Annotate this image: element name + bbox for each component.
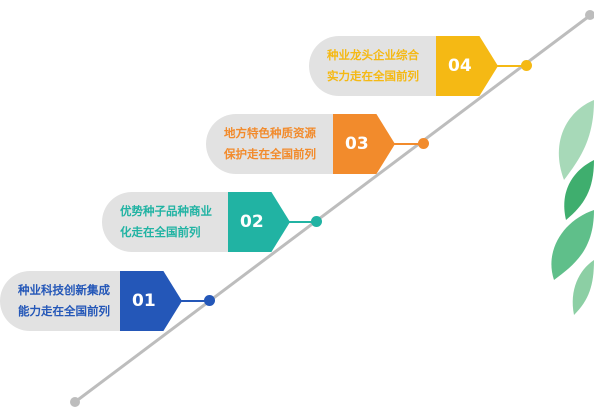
step-03-card: 地方特色种质资源 保护走在全国前列 xyxy=(206,114,346,174)
leaf-decoration xyxy=(551,100,594,315)
step-01-connector xyxy=(176,300,208,302)
step-01-line2: 能力走在全国前列 xyxy=(18,304,110,318)
step-04-card: 种业龙头企业综合 实力走在全国前列 xyxy=(309,36,449,96)
step-04-line1: 种业龙头企业综合 xyxy=(327,48,419,62)
line-end-dot xyxy=(585,10,594,20)
step-01-card: 种业科技创新集成 能力走在全国前列 xyxy=(0,271,135,331)
step-01-number: 01 xyxy=(132,291,156,311)
step-02-connector xyxy=(284,221,316,223)
step-04-number: 04 xyxy=(448,56,472,76)
step-03-connector xyxy=(388,143,422,145)
step-02-dot xyxy=(311,216,322,227)
step-02-line2: 化走在全国前列 xyxy=(120,225,201,239)
step-02-number: 02 xyxy=(240,212,264,232)
step-04-dot xyxy=(521,60,532,71)
line-start-dot xyxy=(70,397,80,407)
step-04-line2: 实力走在全国前列 xyxy=(327,69,419,83)
step-02-line1: 优势种子品种商业 xyxy=(120,204,212,218)
step-04-connector xyxy=(492,65,524,67)
step-01-dot xyxy=(204,295,215,306)
step-03-number: 03 xyxy=(345,134,369,154)
step-03-dot xyxy=(418,138,429,149)
step-02-card: 优势种子品种商业 化走在全国前列 xyxy=(102,192,242,252)
step-03-line2: 保护走在全国前列 xyxy=(224,147,316,161)
step-03-line1: 地方特色种质资源 xyxy=(224,126,316,140)
step-01-line1: 种业科技创新集成 xyxy=(18,283,110,297)
